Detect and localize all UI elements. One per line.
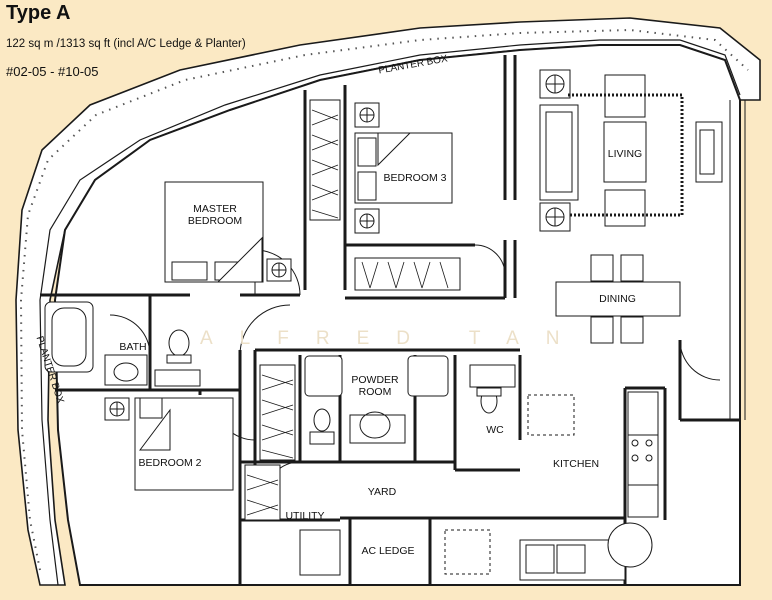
room-label-utility: UTILITY xyxy=(285,510,325,522)
lamps xyxy=(104,102,380,421)
room-label-living: LIVING xyxy=(607,148,643,160)
plan-unit-range: #02-05 - #10-05 xyxy=(6,64,99,79)
room-label-bath: BATH xyxy=(119,341,147,353)
plan-area-subtitle: 122 sq m /1313 sq ft (incl A/C Ledge & P… xyxy=(6,38,246,50)
room-label-bedroom3: BEDROOM 3 xyxy=(383,172,447,184)
dining-furniture xyxy=(555,254,681,344)
room-label-master-bedroom: MASTER BEDROOM xyxy=(187,203,243,227)
plan-type-title: Type A xyxy=(6,2,71,24)
wardrobes xyxy=(244,99,461,521)
beds xyxy=(134,132,453,491)
room-label-yard: YARD xyxy=(367,486,397,498)
room-label-bedroom2: BEDROOM 2 xyxy=(138,457,202,469)
windows xyxy=(729,100,746,420)
watermark: ALFRED TAN xyxy=(200,328,587,349)
interior-walls xyxy=(40,55,740,585)
room-label-kitchen: KITCHEN xyxy=(552,458,600,470)
living-furniture xyxy=(539,69,723,232)
room-label-powder-room: POWDER ROOM xyxy=(351,374,399,398)
sanitary-fixtures xyxy=(44,301,516,445)
room-label-dining: DINING xyxy=(599,293,636,305)
room-label-wc: WC xyxy=(486,424,504,436)
room-label-ac-ledge: AC LEDGE xyxy=(361,545,415,557)
kitchen-fixtures xyxy=(299,391,659,581)
